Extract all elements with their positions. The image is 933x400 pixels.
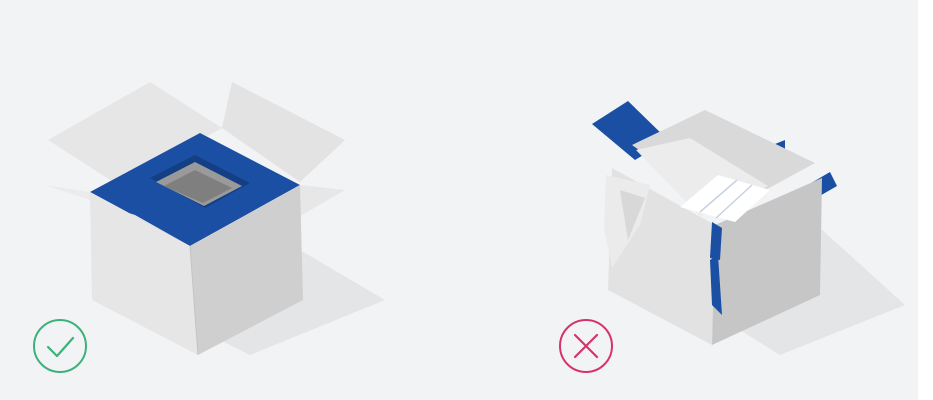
checkmark-circle-icon bbox=[34, 320, 86, 372]
correct-box-illustration bbox=[45, 82, 385, 355]
x-circle-icon bbox=[560, 320, 612, 372]
right-edge-strip bbox=[918, 0, 933, 400]
incorrect-box-illustration bbox=[592, 101, 905, 355]
